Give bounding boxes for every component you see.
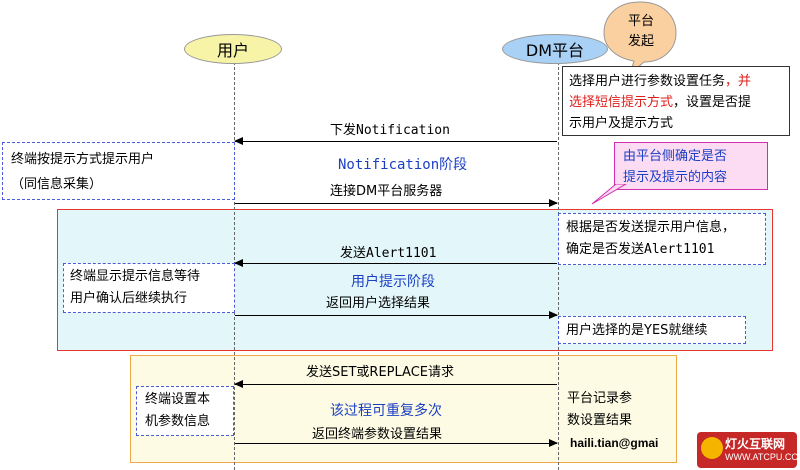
task-line1-red: ，并 bbox=[725, 74, 752, 89]
msg-connect-arrow bbox=[235, 199, 558, 207]
terminal-notify-line2: （同信息采集） bbox=[11, 177, 103, 192]
msg-down-notification-label: 下发Notification bbox=[330, 123, 450, 138]
platform-actor-label: DM平台 bbox=[525, 41, 585, 60]
terminal-set-line2: 机参数信息 bbox=[145, 414, 211, 429]
task-line2: ，设置是否提 bbox=[673, 95, 752, 110]
user-actor: 用户 bbox=[184, 34, 282, 64]
platform-alert-line1: 根据是否发送提示用户信息， bbox=[566, 220, 736, 235]
msg-connect-label: 连接DM平台服务器 bbox=[330, 180, 442, 199]
platform-set-note: 平台记录参 数设置结果 bbox=[563, 386, 663, 436]
terminal-prompt-line1: 终端显示提示信息等待 bbox=[70, 269, 201, 284]
msg-alert-label: 发送Alert1101 bbox=[340, 246, 437, 261]
msg-return-choice-arrow bbox=[235, 311, 558, 319]
platform-actor: DM平台 bbox=[502, 34, 608, 64]
task-line3: 示用户及提示方式 bbox=[569, 116, 674, 131]
platform-task-box: 选择用户进行参数设置任务，并 选择短信提示方式，设置是否提 示用户及提示方式 bbox=[562, 66, 790, 136]
platform-alert-line2: 确定是否发送Alert1101 bbox=[566, 242, 715, 257]
callout-pointer bbox=[591, 184, 627, 205]
msg-set-arrow bbox=[234, 380, 557, 388]
site-logo-icon bbox=[701, 437, 723, 459]
msg-set-return-arrow bbox=[235, 439, 558, 447]
callout-line2: 提示及提示的内容 bbox=[623, 170, 728, 185]
terminal-set-note: 终端设置本 机参数信息 bbox=[136, 386, 234, 436]
terminal-notify-note: 终端按提示方式提示用户 （同信息采集） bbox=[2, 142, 235, 200]
platform-lifeline bbox=[558, 62, 559, 470]
author-signature: haili.tian@gmai bbox=[570, 436, 659, 450]
platform-set-line2: 数设置结果 bbox=[567, 413, 633, 428]
msg-connect-text: 连接DM平台服务器 bbox=[330, 184, 443, 199]
msg-return-choice-label: 返回用户选择结果 bbox=[326, 296, 431, 311]
platform-yes-note: 用户选择的是YES就继续 bbox=[558, 316, 746, 344]
platform-alert-note: 根据是否发送提示用户信息， 确定是否发送Alert1101 bbox=[558, 213, 766, 265]
terminal-prompt-line2: 用户确认后继续执行 bbox=[70, 291, 188, 306]
platform-set-line1: 平台记录参 bbox=[567, 391, 633, 406]
site-url: WWW.ATCPU.COM bbox=[725, 452, 800, 462]
site-badge: 灯火互联网 WWW.ATCPU.COM bbox=[697, 432, 800, 468]
initiator-line-2: 发起 bbox=[627, 34, 654, 49]
site-name: 灯火互联网 bbox=[725, 437, 786, 451]
platform-callout: 由平台侧确定是否 提示及提示的内容 bbox=[614, 142, 768, 190]
terminal-notify-line1: 终端按提示方式提示用户 bbox=[11, 152, 155, 167]
set-phase-label: 该过程可重复多次 bbox=[330, 403, 442, 419]
notification-phase-label: Notification阶段 bbox=[338, 157, 468, 173]
callout-line1: 由平台侧确定是否 bbox=[623, 149, 728, 164]
msg-down-notification-arrow bbox=[234, 137, 557, 145]
initiator-line-1: 平台 bbox=[627, 14, 654, 29]
initiator-bubble-text: 平台 发起 bbox=[626, 12, 656, 52]
task-line2-red: 选择短信提示方式 bbox=[569, 95, 674, 110]
task-line1: 选择用户进行参数设置任务 bbox=[569, 74, 726, 89]
platform-yes-text: 用户选择的是YES就继续 bbox=[566, 323, 708, 338]
terminal-set-line1: 终端设置本 bbox=[145, 392, 211, 407]
msg-set-return-label: 返回终端参数设置结果 bbox=[312, 427, 443, 442]
msg-alert-arrow bbox=[234, 259, 557, 267]
msg-set-label: 发送SET或REPLACE请求 bbox=[306, 365, 454, 380]
user-prompt-phase-label: 用户提示阶段 bbox=[351, 274, 435, 290]
terminal-prompt-note: 终端显示提示信息等待 用户确认后继续执行 bbox=[63, 263, 235, 313]
user-actor-label: 用户 bbox=[216, 41, 249, 60]
